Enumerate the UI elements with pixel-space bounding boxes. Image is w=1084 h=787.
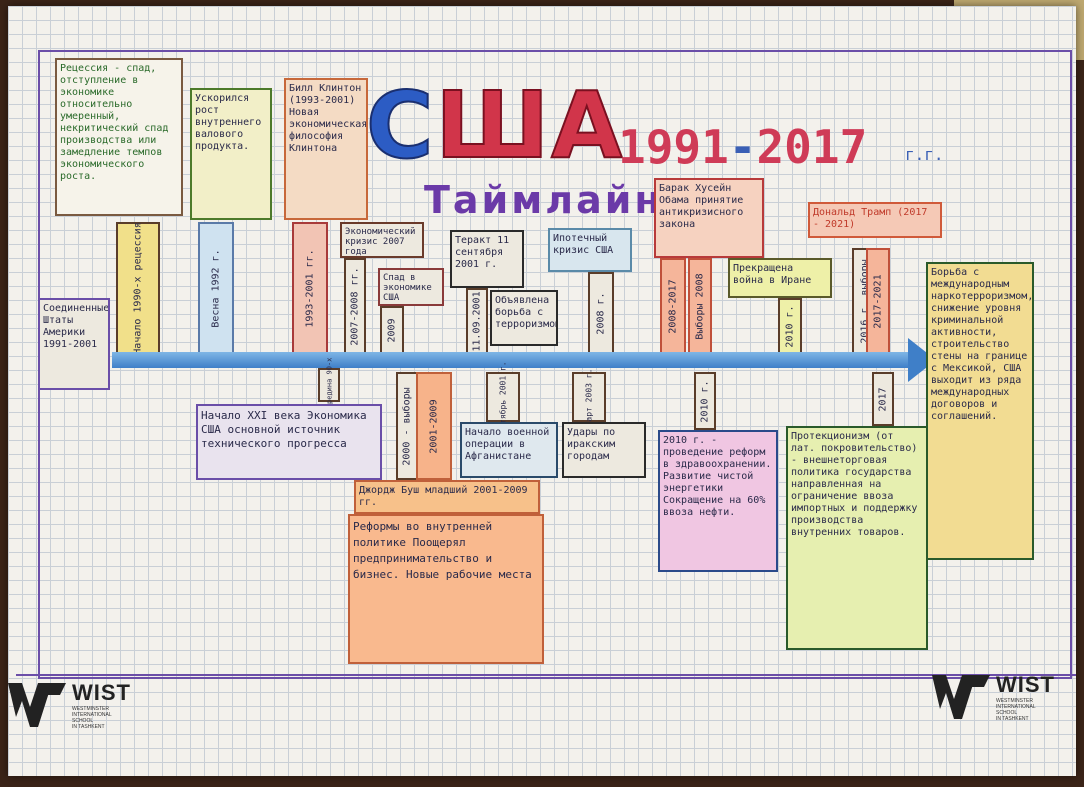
wist-line-2-right: INTERNATIONAL xyxy=(996,704,1036,710)
v-label-spring-1992: Весна 1992 г. xyxy=(198,222,234,354)
v-label-2010-b: 2010 г. xyxy=(694,372,716,430)
war-on-terror-note: Объявлена борьба с терроризмом xyxy=(490,290,558,346)
terror-attack-note: Теракт 11 сентября 2001 г. xyxy=(450,230,524,288)
clinton-note: Билл Клинтон (1993-2001) Новая экономиче… xyxy=(284,78,368,220)
bush-reforms-note: Реформы во внутренней политике Поощерял … xyxy=(348,514,544,664)
v-label-2008-2017: 2008-2017 xyxy=(660,258,686,354)
wist-line-4-right: IN TASHKENT xyxy=(996,716,1029,722)
iran-war-ended-note: Прекращена война в Иране xyxy=(728,258,832,298)
v-label-2001-2009: 2001-2009 xyxy=(416,372,452,480)
wist-line-2: INTERNATIONAL xyxy=(72,712,112,718)
united-states-label: Соединенные Штаты Америки 1991-2001 xyxy=(38,298,110,390)
trump-note: Дональд Трамп (2017 - 2021) xyxy=(808,202,942,238)
wist-line-3-right: SCHOOL xyxy=(996,710,1018,716)
wist-line-1: WESTMINSTER xyxy=(72,706,109,712)
healthcare-reform-note: 2010 г. - проведение реформ в здравоохра… xyxy=(658,430,778,572)
years-suffix: г.г. xyxy=(905,145,944,164)
v-label-2000-elections: 2000 - выборы xyxy=(396,372,418,480)
wist-name: WIST xyxy=(72,680,131,705)
wist-mark-icon xyxy=(8,683,66,727)
v-label-2010: 2010 г. xyxy=(778,298,802,354)
v-label-october-2001: Октябрь 2001 г. xyxy=(486,361,520,433)
v-label-2007-2008: 2007-2008 гг. xyxy=(344,258,366,354)
v-label-2017: 2017 xyxy=(872,372,894,426)
timeline-arrow-shaft xyxy=(112,352,912,368)
title-years: 1991-2017 xyxy=(618,120,867,174)
v-label-elections-2008: Выборы 2008 xyxy=(688,258,712,354)
v-label-march-2003: Март 2003 г. xyxy=(572,368,606,426)
obama-note: Барак Хусейн Обама принятие антикризисно… xyxy=(654,178,764,258)
wist-name-right: WIST xyxy=(996,672,1055,697)
poster-title: США xyxy=(365,71,625,180)
title-part-2: ША xyxy=(435,71,625,180)
v-label-1993-2001: 1993-2001 гг. xyxy=(292,222,328,354)
wist-line-3: SCHOOL xyxy=(72,718,94,724)
usa-decline-note: Спад в экономике США xyxy=(378,268,444,306)
afghanistan-operation-note: Начало военной операции в Афганистане xyxy=(460,422,558,478)
economic-crisis-note: Экономический кризис 2007 года xyxy=(340,222,424,258)
wist-line-1-right: WESTMINSTER xyxy=(996,698,1033,704)
mortgage-crisis-note: Ипотечный кризис США xyxy=(548,228,632,272)
v-label-2009: 2009 xyxy=(380,306,404,354)
xxi-century-note: Начало XXI века Экономика США основной и… xyxy=(196,404,382,480)
title-part-1: С xyxy=(365,71,436,180)
iraq-strikes-note: Удары по иракским городам xyxy=(562,422,646,478)
bottom-border-line xyxy=(16,674,1076,676)
v-label-2017-2021: 2017-2021 xyxy=(866,248,890,354)
v-label-mid-90s: Середина 90-х xyxy=(318,358,340,412)
protectionism-note: Протекционизм (от лат. покровительство) … xyxy=(786,426,928,650)
gdp-growth-note: Ускорился рост внутреннего валового прод… xyxy=(190,88,272,220)
wist-logo-left: WIST WESTMINSTER INTERNATIONAL SCHOOL IN… xyxy=(8,680,131,730)
bush-note: Джордж Буш младший 2001-2009 гг. xyxy=(354,480,540,514)
wist-mark-icon-right xyxy=(932,675,990,719)
v-label-early-1990s: Начало 1990-х рецессия xyxy=(116,222,160,354)
v-label-2008: 2008 г. xyxy=(588,272,614,354)
year-start: 1991 xyxy=(618,120,729,174)
year-end: 2017 xyxy=(756,120,868,174)
year-dash: - xyxy=(728,120,757,174)
poster-subtitle: Таймлайн xyxy=(424,178,664,222)
recession-definition: Рецессия - спад, отступление в экономике… xyxy=(55,58,183,216)
wist-line-4: IN TASHKENT xyxy=(72,724,105,730)
trump-policy-note: Борьба с международным наркотерроризмом,… xyxy=(926,262,1034,560)
wist-logo-right: WIST WESTMINSTER INTERNATIONAL SCHOOL IN… xyxy=(932,672,1055,722)
v-label-11-09-2001: 11.09.2001 xyxy=(466,288,488,354)
